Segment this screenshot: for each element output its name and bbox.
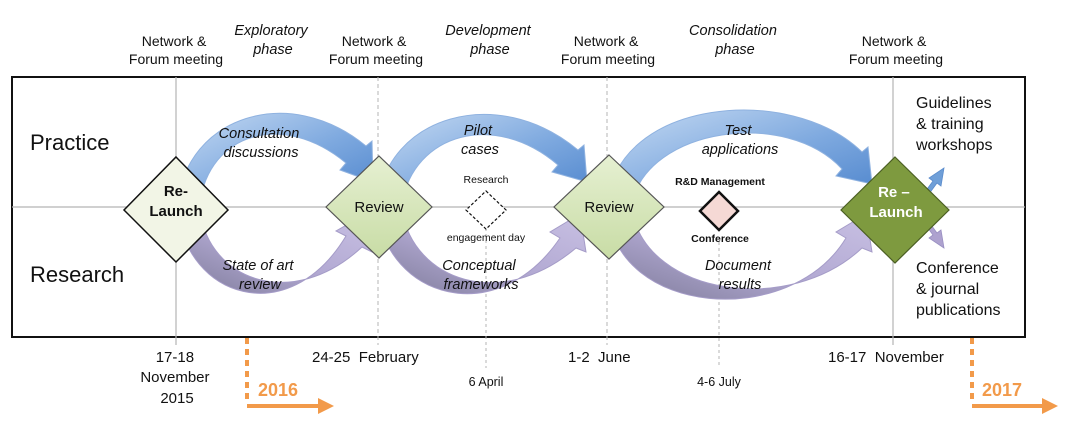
date-nov-2015: 17-18 November 2015 [140, 349, 213, 407]
conference-label-top: R&D Management [675, 176, 765, 188]
meeting-label-1: Network & Forum meeting [129, 33, 223, 67]
row-label-research: Research [30, 262, 124, 287]
date-november: 16-17 November [828, 349, 944, 366]
year-arrowhead-2016 [318, 398, 334, 414]
row-label-practice: Practice [30, 130, 109, 155]
output-guidelines: Guidelines & training workshops [915, 95, 996, 154]
activity-consultation: Consultation discussions [219, 126, 304, 161]
activity-state-of-art: State of art review [223, 258, 298, 293]
date-july: 4-6 July [697, 375, 742, 389]
relaunch-label-2: Re – Launch [869, 184, 922, 221]
relaunch-label-1: Re- Launch [149, 183, 202, 220]
meeting-label-2: Network & Forum meeting [329, 33, 423, 67]
date-april: 6 April [469, 375, 504, 389]
phase-label-2: Development phase [445, 23, 534, 58]
date-june: 1-2 June [568, 349, 631, 366]
phase-label-1: Exploratory phase [234, 23, 311, 58]
meeting-label-4: Network & Forum meeting [849, 33, 943, 67]
rd-conference-marker [698, 190, 740, 232]
meeting-label-3: Network & Forum meeting [561, 33, 655, 67]
activity-document: Document results [705, 258, 775, 293]
activity-test: Test applications [702, 123, 779, 158]
review-label-2: Review [584, 199, 633, 216]
review-label-1: Review [354, 199, 403, 216]
year-arrowhead-2017 [1042, 398, 1058, 414]
year-2017: 2017 [982, 380, 1022, 400]
output-publications: Conference & journal publications [916, 260, 1003, 319]
review-diamond-2 [553, 154, 665, 260]
relaunch-diamond-2 [840, 156, 950, 264]
year-2016: 2016 [258, 380, 298, 400]
engagement-day-marker [465, 190, 507, 230]
engagement-label-bottom: engagement day [447, 232, 526, 244]
upper-arrow-3 [607, 109, 873, 204]
review-diamond-1 [325, 155, 433, 259]
relaunch-diamond-1 [122, 155, 230, 264]
activity-pilot: Pilot cases [461, 123, 499, 158]
engagement-label-top: Research [464, 174, 509, 186]
phase-label-3: Consolidation phase [689, 23, 781, 58]
upper-arrow-2 [377, 114, 588, 204]
activity-conceptual: Conceptual frameworks [442, 258, 519, 293]
date-february: 24-25 February [312, 349, 419, 366]
conference-label-bottom: Conference [691, 233, 749, 245]
